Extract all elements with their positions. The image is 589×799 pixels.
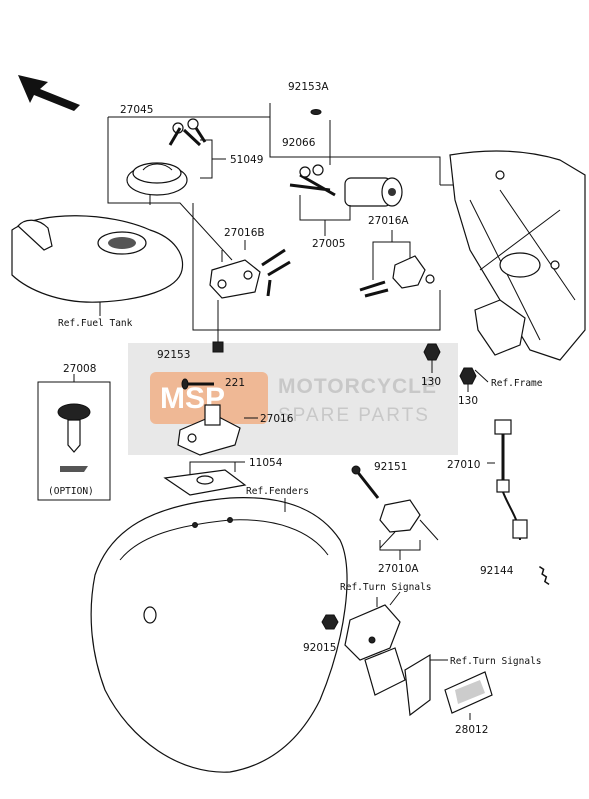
label-92153a: 92153A (288, 81, 329, 93)
label-27010a: 27010A (378, 563, 419, 575)
label-130-b: 130 (458, 395, 478, 407)
ref-fuel-tank: Ref.Fuel Tank (58, 318, 133, 329)
screw-221 (181, 378, 214, 390)
bracket-27010a (379, 499, 439, 549)
label-27016: 27016 (260, 413, 294, 425)
watermark-logo: MSP (150, 372, 268, 424)
bolt-92153 (212, 341, 224, 353)
ignition-switch (344, 177, 403, 207)
rear-fender (90, 497, 348, 773)
label-27010: 27010 (447, 459, 480, 471)
cap-keys (168, 118, 207, 147)
label-221: 221 (225, 377, 245, 389)
nut-92015 (321, 614, 339, 630)
label-27045: 27045 (120, 104, 153, 116)
nut-130-a (423, 343, 441, 361)
lock-27016a (359, 255, 435, 298)
label-51049: 51049 (230, 154, 263, 166)
fuel-cap (126, 162, 188, 205)
option-label: (OPTION) (48, 486, 94, 497)
label-92015: 92015 (303, 642, 336, 654)
ref-turn-signals-2: Ref.Turn Signals (450, 656, 542, 667)
ref-turn-signals-1: Ref.Turn Signals (340, 582, 432, 593)
pin-92066 (310, 109, 322, 115)
turn-signal-bracket (344, 604, 406, 696)
label-92144: 92144 (480, 565, 514, 577)
lock-keys-27016b (261, 248, 291, 297)
watermark-line2: SPARE PARTS (278, 405, 430, 426)
label-11054: 11054 (249, 457, 283, 469)
label-28012: 28012 (455, 724, 488, 736)
label-27008: 27008 (63, 363, 96, 375)
label-92151: 92151 (374, 461, 407, 473)
bracket-27016 (177, 404, 241, 456)
reflector-28012 (404, 653, 493, 717)
switch-27010 (494, 419, 528, 541)
label-27005: 27005 (312, 238, 345, 250)
watermark-line1: MOTORCYCLE (278, 375, 437, 398)
plate-11054 (163, 469, 247, 496)
bolt-92151 (351, 465, 380, 499)
frame (449, 150, 586, 361)
label-130-a: 130 (421, 376, 441, 388)
label-27016a: 27016A (368, 215, 409, 227)
ref-fenders: Ref.Fenders (246, 486, 309, 497)
lock-27016b (209, 259, 261, 299)
ignition-keys (289, 164, 336, 197)
label-92153: 92153 (157, 349, 190, 361)
ref-frame: Ref.Frame (491, 378, 543, 389)
nut-130-b (459, 367, 477, 385)
fuel-tank (11, 215, 184, 316)
arrow-front-icon (18, 75, 80, 111)
key-option-box (37, 381, 111, 501)
label-27016b: 27016B (224, 227, 265, 239)
spring-92144 (538, 565, 550, 585)
label-92066: 92066 (282, 137, 316, 149)
